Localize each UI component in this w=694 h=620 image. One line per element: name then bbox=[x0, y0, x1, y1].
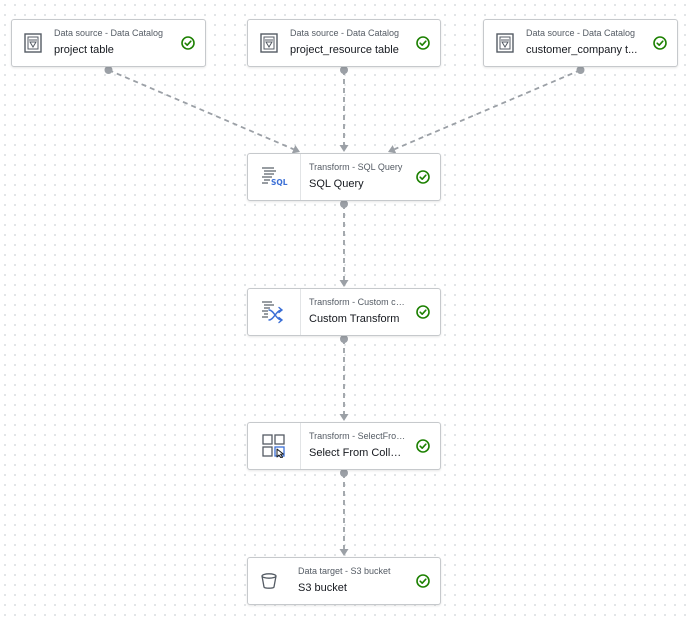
custom-code-icon bbox=[248, 289, 301, 335]
success-check-icon bbox=[406, 154, 440, 200]
catalog-table-icon bbox=[484, 20, 526, 66]
node-name-label: project table bbox=[54, 44, 114, 56]
edge-source-handle[interactable] bbox=[104, 66, 113, 74]
edge-arrowhead bbox=[339, 549, 349, 556]
node-project-resource-table[interactable]: Data source - Data Catalog project_resou… bbox=[247, 19, 441, 67]
success-check-icon bbox=[406, 289, 440, 335]
success-check-icon bbox=[643, 20, 677, 66]
node-s3-bucket[interactable]: Data target - S3 bucket S3 bucket bbox=[247, 557, 441, 605]
edge-n3-n4[interactable] bbox=[394, 69, 581, 151]
node-type-label: Transform - SelectFromC... bbox=[309, 431, 406, 441]
node-customer-company-table[interactable]: Data source - Data Catalog customer_comp… bbox=[483, 19, 678, 67]
edge-n1-n4[interactable] bbox=[108, 69, 294, 151]
select-from-collection-icon bbox=[248, 423, 301, 469]
node-type-label: Transform - Custom code bbox=[309, 297, 406, 307]
sql-query-icon: SQL bbox=[248, 154, 301, 200]
edge-arrowhead bbox=[339, 280, 349, 287]
edge-arrowhead bbox=[339, 414, 349, 421]
node-type-label: Transform - SQL Query bbox=[309, 162, 403, 172]
success-check-icon bbox=[406, 423, 440, 469]
svg-text:SQL: SQL bbox=[271, 178, 288, 187]
node-name-label: customer_company t... bbox=[526, 44, 638, 56]
node-type-label: Data source - Data Catalog bbox=[54, 28, 164, 38]
s3-bucket-icon bbox=[248, 558, 290, 604]
node-name-label: project_resource table bbox=[290, 44, 399, 56]
edge-source-handle[interactable] bbox=[340, 200, 348, 208]
edge-source-handle[interactable] bbox=[340, 66, 348, 74]
edge-arrowhead bbox=[291, 145, 300, 154]
edge-source-handle[interactable] bbox=[576, 66, 585, 74]
node-type-label: Data source - Data Catalog bbox=[290, 28, 400, 38]
node-name-label: Select From Collection bbox=[309, 447, 406, 459]
node-type-label: Data source - Data Catalog bbox=[526, 28, 636, 38]
edge-source-handle[interactable] bbox=[340, 469, 348, 477]
node-custom-transform[interactable]: Transform - Custom code Custom Transform bbox=[247, 288, 441, 336]
catalog-table-icon bbox=[12, 20, 54, 66]
node-type-label: Data target - S3 bucket bbox=[298, 566, 391, 576]
edge-arrowhead bbox=[388, 145, 397, 154]
node-sql-query[interactable]: SQL Transform - SQL Query SQL Query bbox=[247, 153, 441, 201]
node-name-label: S3 bucket bbox=[298, 582, 347, 594]
edge-arrowhead bbox=[339, 145, 349, 152]
node-name-label: SQL Query bbox=[309, 178, 364, 190]
catalog-table-icon bbox=[248, 20, 290, 66]
success-check-icon bbox=[406, 20, 440, 66]
node-name-label: Custom Transform bbox=[309, 313, 400, 325]
success-check-icon bbox=[406, 558, 440, 604]
node-project-table[interactable]: Data source - Data Catalog project table bbox=[11, 19, 206, 67]
edge-source-handle[interactable] bbox=[340, 335, 348, 343]
success-check-icon bbox=[171, 20, 205, 66]
